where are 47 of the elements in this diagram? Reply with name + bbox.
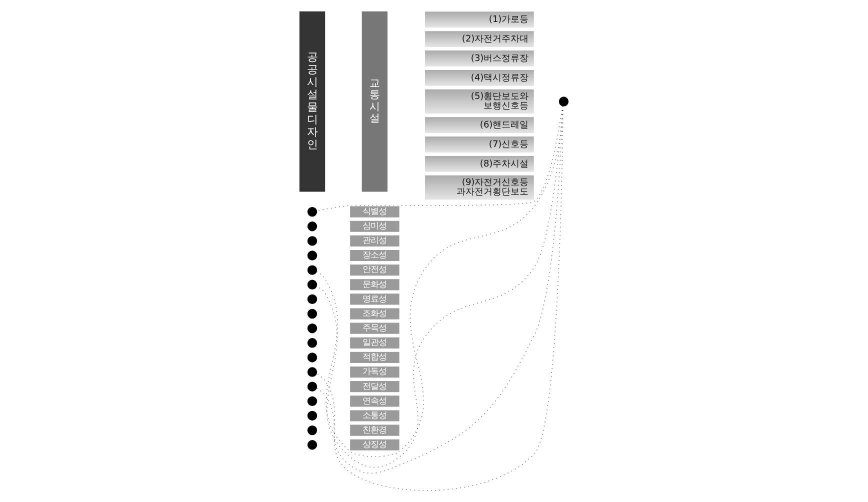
- node-circle: [307, 236, 318, 246]
- node-box: 공공시설물디자인: [299, 11, 326, 192]
- node-box: (7)신호등: [424, 136, 535, 154]
- node-box: 안전성: [349, 264, 400, 276]
- node-box: (5)횡단보도와 보행신호등: [424, 88, 535, 114]
- node-circle: [307, 425, 318, 436]
- node-circle: [307, 323, 318, 334]
- node-box: (4)택시정류장: [424, 69, 535, 87]
- node-circle: [558, 96, 569, 106]
- node-box: 적합성: [349, 351, 400, 364]
- node-box: 가독성: [349, 366, 400, 378]
- node-circle: [307, 396, 318, 406]
- node-box: 전달성: [349, 380, 400, 393]
- node-box: 조화성: [349, 308, 400, 320]
- node-circle: [307, 440, 318, 450]
- node-box: 문화성: [349, 278, 400, 291]
- node-circle: [307, 338, 318, 348]
- node-box: 주목성: [349, 322, 400, 335]
- node-circle: [307, 280, 318, 290]
- node-circle: [307, 294, 318, 304]
- node-box: (2)자전거주차대: [424, 30, 535, 48]
- connector: [316, 106, 563, 212]
- node-circle: [307, 265, 318, 275]
- node-box: 친환경: [349, 424, 400, 437]
- node-box: 교통시설: [362, 11, 388, 192]
- node-circle: [307, 410, 318, 421]
- node-circle: [307, 382, 318, 392]
- node-circle: [307, 250, 318, 260]
- node-box: 장소성: [349, 249, 400, 262]
- node-circle: [307, 352, 318, 362]
- node-box: (8)주차시설: [424, 155, 535, 173]
- node-box: 소통성: [349, 410, 400, 422]
- node-box: 심미성: [349, 220, 400, 233]
- node-box: 명료성: [349, 292, 400, 306]
- node-box: 관리성: [349, 234, 400, 248]
- node-box: (6)핸드레일: [424, 116, 535, 134]
- node-box: 일관성: [349, 336, 400, 350]
- node-box: (1)가로등: [424, 10, 535, 28]
- node-circle: [307, 308, 318, 319]
- node-box: (9)자전거신호등 과자전거횡단보도: [424, 174, 535, 200]
- node-circle: [307, 206, 318, 217]
- node-box: 식별성: [349, 206, 400, 218]
- node-box: (3)버스정류장: [424, 50, 535, 68]
- node-box: 상징성: [349, 438, 400, 452]
- node-circle: [307, 222, 318, 232]
- node-circle: [307, 367, 318, 377]
- node-box: 연속성: [349, 394, 400, 408]
